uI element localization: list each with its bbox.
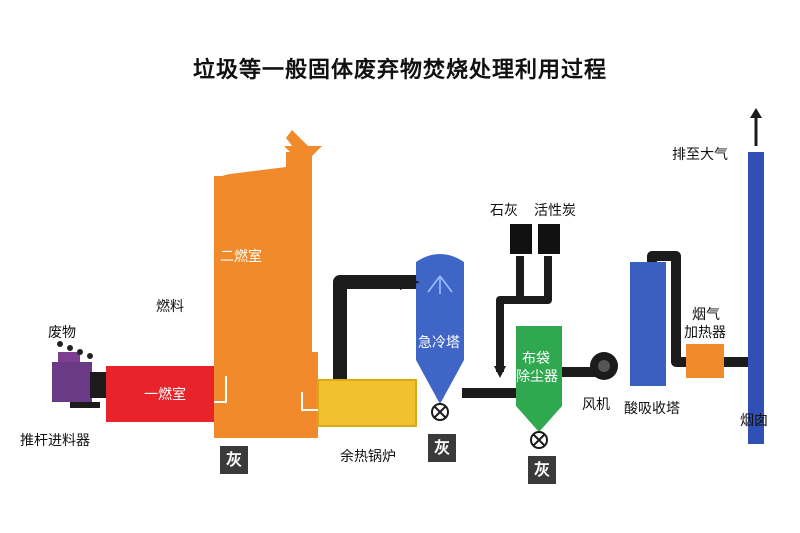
label-chimney: 烟囱 — [740, 413, 768, 429]
diagram-title: 垃圾等一般固体废弃物焚烧处理利用过程 — [192, 58, 607, 83]
chemical-hoppers — [510, 224, 560, 254]
label-flue-gas-heater-1: 烟气 — [692, 307, 720, 323]
ash-outlet-furnace: 灰 — [220, 446, 248, 474]
label-lime: 石灰 — [490, 203, 518, 219]
label-bag-filter-1: 布袋 — [522, 351, 550, 367]
ash-outlet-quench: 灰 — [428, 434, 456, 462]
acid-absorption-tower-shape — [630, 262, 666, 386]
label-quench-tower: 急冷塔 — [418, 335, 460, 351]
pipes — [333, 251, 748, 398]
flow-arrows — [214, 376, 318, 411]
label-waste: 废物 — [48, 325, 76, 341]
label-primary-chamber: 一燃室 — [144, 387, 186, 403]
flue-gas-heater-shape — [686, 344, 724, 378]
pipe-boiler-to-quench — [333, 275, 420, 392]
label-fan: 风机 — [582, 397, 610, 413]
primary-chamber-shape — [106, 366, 218, 422]
label-discharge: 排至大气 — [672, 147, 728, 163]
label-activated-carbon: 活性炭 — [534, 203, 576, 219]
pipe-absorber-to-heater — [647, 251, 686, 367]
ash-outlet-baghouse: 灰 — [528, 456, 556, 484]
label-acid-absorption-tower: 酸吸收塔 — [624, 401, 680, 417]
quench-tower-shape — [416, 254, 464, 421]
chimney-shape — [748, 108, 764, 444]
fan-shape — [590, 352, 618, 380]
arrow-primary-exit — [214, 376, 227, 403]
arrow-into-baghouse — [494, 366, 506, 378]
label-fuel: 燃料 — [156, 299, 184, 315]
label-pusher-feeder: 推杆进料器 — [20, 433, 90, 449]
pipe-chemical-feed — [496, 256, 552, 372]
label-secondary-chamber: 二燃室 — [220, 249, 262, 265]
arrow-boiler-inlet — [301, 392, 318, 411]
bag-filter-shape — [516, 326, 562, 449]
label-waste-heat-boiler: 余热锅炉 — [340, 449, 396, 465]
arrow-into-quench — [400, 276, 420, 290]
label-bag-filter-2: 除尘器 — [516, 369, 558, 385]
waste-heat-boiler-shape — [317, 379, 417, 427]
label-flue-gas-heater-2: 加热器 — [684, 325, 726, 341]
pusher-feeder — [52, 341, 108, 408]
secondary-chamber-shape — [214, 130, 322, 438]
